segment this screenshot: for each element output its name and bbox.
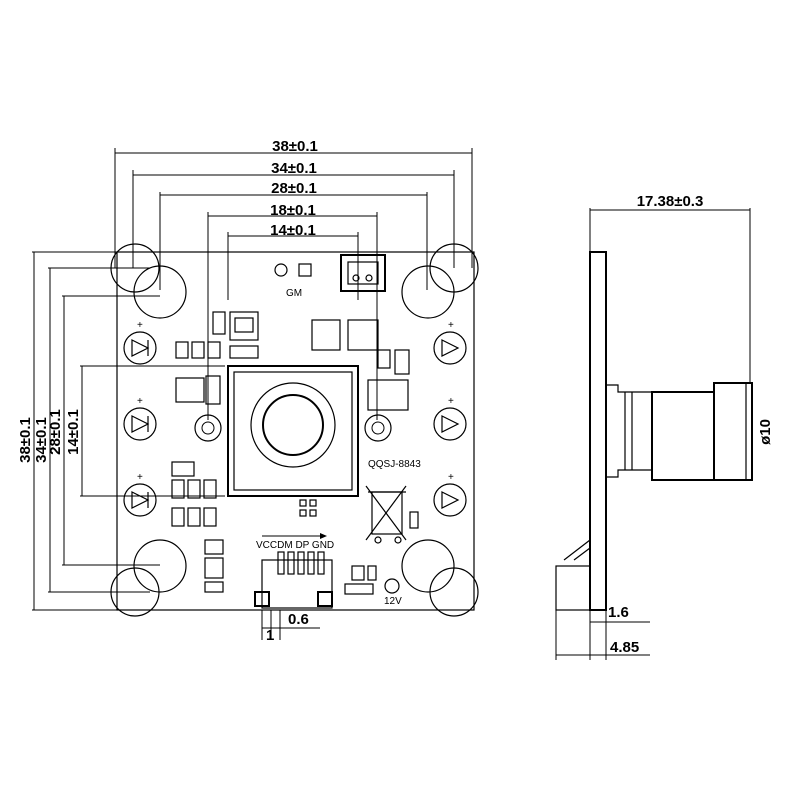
svg-text:+: + [137, 396, 143, 407]
svg-text:+: + [448, 320, 454, 331]
dim-connector-height: 4.85 [610, 639, 639, 656]
dim-height-34: 34±0.1 [33, 417, 50, 463]
mount-hole-top-right-inner [401, 265, 455, 319]
mount-hole-bottom-left-inner [133, 539, 187, 593]
top-dimensions: 38±0.1 34±0.1 28±0.1 18±0.1 14±0.1 [114, 138, 473, 420]
svg-text:+: + [448, 396, 454, 407]
dim-height-28: 28±0.1 [47, 409, 64, 455]
dim-height-38: 38±0.1 [17, 417, 34, 463]
pin-labels: VCCDM DP GND [256, 540, 334, 551]
mount-hole-top-left-inner [133, 265, 187, 319]
dim-pin: 1 [266, 627, 274, 644]
ir-led-group-left: + + + [123, 320, 157, 517]
svg-text:+: + [137, 320, 143, 331]
side-view: ø10 17.38±0.3 1.6 4.85 [555, 193, 774, 660]
pcb-board: GM QQSJ-8843 + + + [110, 243, 479, 644]
dim-board-thickness: 1.6 [608, 604, 629, 621]
dim-height-14: 14±0.1 [65, 409, 82, 455]
dim-width-34: 34±0.1 [271, 160, 317, 177]
model-label: QQSJ-8843 [368, 459, 421, 470]
svg-text:+: + [137, 472, 143, 483]
weee-bin-icon [365, 485, 407, 544]
dim-width-38: 38±0.1 [272, 138, 318, 155]
usb-connector [254, 551, 333, 609]
dim-width-18: 18±0.1 [270, 202, 316, 219]
mount-hole-bottom-left [110, 567, 160, 617]
smd-components [171, 311, 419, 593]
voltage-label: 12V [384, 596, 402, 607]
svg-text:+: + [448, 472, 454, 483]
ir-led-group-right: + + + [433, 320, 467, 517]
left-dimensions: 38±0.1 34±0.1 28±0.1 14±0.1 [17, 251, 225, 611]
dim-depth: 17.38±0.3 [637, 193, 704, 210]
dim-pitch: 0.6 [288, 611, 309, 628]
mount-hole-bottom-right-inner [401, 539, 455, 593]
gm-label: GM [286, 288, 302, 299]
mount-hole-bottom-right [429, 567, 479, 617]
dim-lens-dia: ø10 [757, 419, 774, 445]
mount-hole-top-left [110, 243, 160, 293]
dim-width-28: 28±0.1 [271, 180, 317, 197]
dim-width-14: 14±0.1 [270, 222, 316, 239]
lens [250, 382, 336, 468]
